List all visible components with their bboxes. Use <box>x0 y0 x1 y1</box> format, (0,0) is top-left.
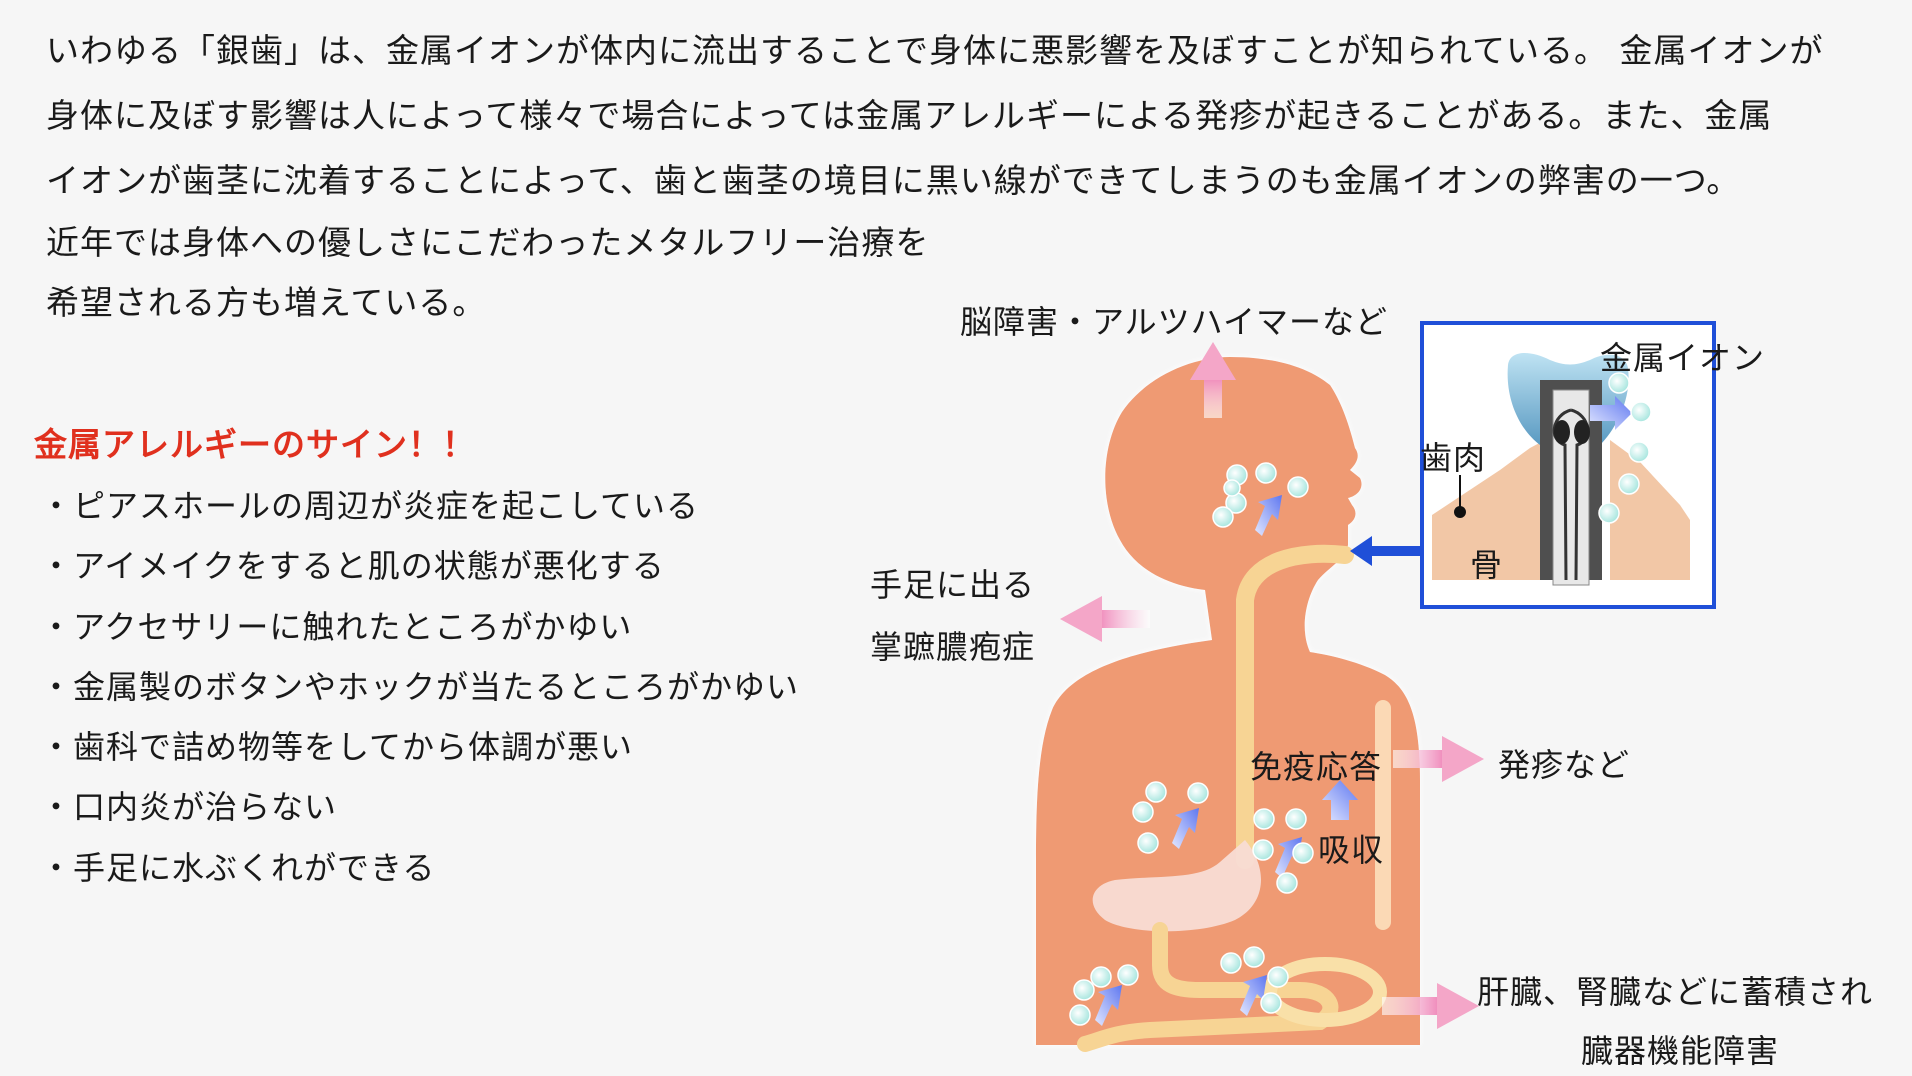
ion-arrow <box>1590 396 1632 430</box>
organs-arrow-shaft <box>1382 997 1438 1015</box>
label-brain: 脳障害・アルツハイマーなど <box>960 303 1389 341</box>
list-item: アクセサリーに触れたところがかゆい <box>40 597 799 657</box>
label-organs-1: 肝臓、腎臓などに蓄積され <box>1477 973 1874 1011</box>
rash-arrow-shaft <box>1393 750 1443 768</box>
stomach <box>1092 840 1262 932</box>
stomach-ion-arrow <box>1172 808 1199 849</box>
intro-text: いわゆる「銀歯」は、金属イオンが体内に流出することで身体に悪影響を及ぼすことが知… <box>46 18 1876 333</box>
tooth-pulp-left <box>1554 420 1570 444</box>
intestine-coil <box>1263 957 1387 1027</box>
body-silhouette <box>1036 357 1420 1045</box>
list-item: 歯科で詰め物等をしてから体調が悪い <box>40 717 799 777</box>
rash-arrow-head <box>1442 736 1484 782</box>
head-ion-arrow <box>1255 495 1282 536</box>
intro-line: イオンが歯茎に沈着することによって、歯と歯茎の境目に黒い線ができてしまうのも金属… <box>46 161 1741 200</box>
arm <box>1375 700 1391 930</box>
ion-dots <box>1069 372 1652 1026</box>
lower-ion-arrow-right <box>1240 975 1267 1016</box>
label-bone: 骨 <box>1470 546 1504 584</box>
list-item: アイメイクをすると肌の状態が悪化する <box>40 536 799 596</box>
intro-line: 近年では身体への優しさにこだわったメタルフリー治療を <box>46 223 930 262</box>
absorb-arrow <box>1322 780 1358 820</box>
brain-arrow-head <box>1190 342 1236 380</box>
label-absorb: 吸収 <box>1318 831 1385 869</box>
label-metal-ion: 金属イオン <box>1600 339 1766 377</box>
signs-list: ピアスホールの周辺が炎症を起こしている アイメイクをすると肌の状態が悪化する ア… <box>40 476 799 898</box>
intro-line: いわゆる「銀歯」は、金属イオンが体内に流出することで身体に悪影響を及ぼすことが知… <box>46 31 1824 70</box>
signs-title: 金属アレルギーのサイン！！ <box>34 425 476 464</box>
mouth-arrow <box>1350 536 1422 566</box>
brain-arrow-shaft <box>1204 378 1222 418</box>
label-immune: 免疫応答 <box>1250 748 1383 786</box>
gum <box>1432 440 1545 580</box>
label-rash: 発疹など <box>1498 746 1631 784</box>
organs-arrow-head <box>1437 983 1479 1029</box>
intro-line: 希望される方も増えている。 <box>46 283 487 322</box>
limbs-arrow-shaft <box>1100 610 1150 628</box>
limbs-arrow-head <box>1060 596 1102 642</box>
lower-ion-arrow-left <box>1095 985 1122 1026</box>
list-item: 手足に水ぶくれができる <box>40 838 799 898</box>
label-gum: 歯肉 <box>1420 439 1487 477</box>
intro-line: 身体に及ぼす影響は人によって様々で場合によっては金属アレルギーによる発疹が起きる… <box>46 96 1773 135</box>
label-limbs-2: 掌蹠膿疱症 <box>870 628 1036 666</box>
list-item: 金属製のボタンやホックが当たるところがかゆい <box>40 657 799 717</box>
intestine <box>1077 922 1339 1052</box>
list-item: 口内炎が治らない <box>40 777 799 837</box>
label-organs-2: 臓器機能障害 <box>1581 1032 1780 1070</box>
label-limbs-1: 手足に出る <box>870 566 1036 604</box>
esophagus <box>1236 544 1354 869</box>
tooth-pulp-right <box>1574 420 1590 444</box>
list-item: ピアスホールの周辺が炎症を起こしている <box>40 476 799 536</box>
gum-pointer-dot <box>1454 506 1466 518</box>
